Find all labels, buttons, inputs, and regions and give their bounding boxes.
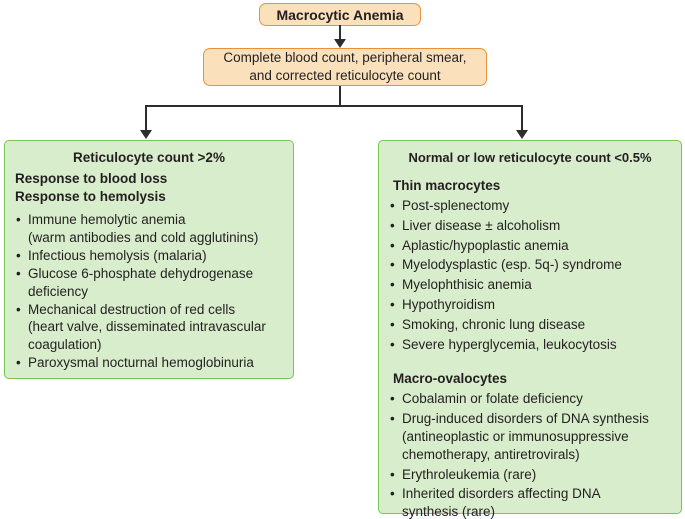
bullet-glyph: • xyxy=(390,277,395,293)
connector-title-to-test xyxy=(339,25,341,40)
bullet-glyph: • xyxy=(390,316,395,332)
list-item: • Liver disease ± alcoholism xyxy=(389,217,671,235)
list-item: • Aplastic/hypoplastic anemia xyxy=(389,237,671,255)
list-item-text: Hypothyroidism xyxy=(402,297,496,313)
list-item-text: Paroxysmal nocturnal hemoglobinuria xyxy=(28,354,254,370)
list-item: • Hypothyroidism xyxy=(389,296,671,314)
bullet-glyph: • xyxy=(390,197,395,213)
high-retic-subheading-hemolysis: Response to hemolysis xyxy=(15,188,166,204)
high-retic-list: • Immune hemolytic anemia (warm antibodie… xyxy=(15,211,283,371)
list-item: • Cobalamin or folate deficiency xyxy=(389,390,671,408)
bullet-glyph: • xyxy=(390,391,395,407)
list-item-text: Aplastic/hypoplastic anemia xyxy=(402,237,569,253)
list-item: • Erythroleukemia (rare) xyxy=(389,466,671,484)
list-item-text: Infectious hemolysis (malaria) xyxy=(28,248,207,264)
list-item-text: Myelophthisic anemia xyxy=(402,277,532,293)
bullet-glyph: • xyxy=(16,354,21,370)
arrowhead-title-to-test xyxy=(334,39,346,48)
list-item-text: Smoking, chronic lung disease xyxy=(402,316,586,332)
arrowhead-right-branch xyxy=(516,130,528,139)
list-item: • Severe hyperglycemia, leukocytosis xyxy=(389,336,671,354)
list-item: • Mechanical destruction of red cells (he… xyxy=(15,301,283,354)
macrocytic-anemia-label: Macrocytic Anemia xyxy=(276,6,404,23)
thin-macrocytes-subheading: Thin macrocytes xyxy=(393,178,501,194)
list-item-text: Mechanical destruction of red cells (hea… xyxy=(28,301,266,353)
list-item: • Glucose 6-phosphate dehydrogenase defic… xyxy=(15,265,283,301)
list-item-text: Post-splenectomy xyxy=(402,197,510,213)
bullet-glyph: • xyxy=(390,466,395,482)
list-item-text: Inherited disorders affecting DNA synthe… xyxy=(402,486,601,519)
low-retic-box: Normal or low reticulocyte count <0.5% T… xyxy=(378,140,682,519)
bullet-glyph: • xyxy=(390,257,395,273)
thin-macrocytes-list: • Post-splenectomy • Liver disease ± alcoh… xyxy=(389,197,671,354)
high-retic-box: Reticulocyte count >2% Response to blood… xyxy=(4,140,294,379)
list-item-text: Drug-induced disorders of DNA synthesis … xyxy=(402,411,649,462)
bullet-glyph: • xyxy=(16,248,21,264)
high-retic-heading: Reticulocyte count >2% xyxy=(73,150,225,165)
connector-stem xyxy=(339,86,341,107)
list-item: • Drug-induced disorders of DNA synthesis… xyxy=(389,410,671,463)
bullet-glyph: • xyxy=(390,237,395,253)
macrocytic-anemia-box: Macrocytic Anemia xyxy=(259,3,421,26)
macro-ovalocytes-subheading: Macro-ovalocytes xyxy=(393,371,508,387)
list-item: • Paroxysmal nocturnal hemoglobinuria xyxy=(15,354,283,372)
list-item: • Immune hemolytic anemia (warm antibodie… xyxy=(15,211,283,247)
connector-left-drop xyxy=(145,105,147,131)
list-item: • Myelophthisic anemia xyxy=(389,276,671,294)
list-item: • Post-splenectomy xyxy=(389,197,671,215)
macro-ovalocytes-section: Macro-ovalocytes • Cobalamin or folate de… xyxy=(389,370,671,519)
bullet-glyph: • xyxy=(390,297,395,313)
list-item-text: Cobalamin or folate deficiency xyxy=(402,391,583,407)
bullet-glyph: • xyxy=(16,265,21,281)
bullet-glyph: • xyxy=(390,411,395,427)
arrowhead-left-branch xyxy=(140,130,152,139)
list-item: • Myelodysplastic (esp. 5q-) syndrome xyxy=(389,256,671,274)
list-item-text: Myelodysplastic (esp. 5q-) syndrome xyxy=(402,257,622,273)
list-item-text: Glucose 6-phosphate dehydrogenase defici… xyxy=(28,265,254,299)
bullet-glyph: • xyxy=(16,212,21,228)
high-retic-subheading-blood-loss: Response to blood loss xyxy=(15,170,168,186)
list-item-text: Erythroleukemia (rare) xyxy=(402,466,537,482)
list-item-text: Liver disease ± alcoholism xyxy=(402,217,561,233)
cbc-test-label: Complete blood count, peripheral smear, … xyxy=(223,50,467,83)
connector-right-drop xyxy=(521,105,523,131)
bullet-glyph: • xyxy=(390,336,395,352)
section-gap xyxy=(389,355,671,370)
bullet-glyph: • xyxy=(16,301,21,317)
bullet-glyph: • xyxy=(390,486,395,502)
list-item-text: Severe hyperglycemia, leukocytosis xyxy=(402,336,617,352)
list-item: • Smoking, chronic lung disease xyxy=(389,316,671,334)
list-item-text: Immune hemolytic anemia (warm antibodies… xyxy=(28,212,259,246)
low-retic-heading: Normal or low reticulocyte count <0.5% xyxy=(408,150,652,165)
connector-horizontal-bar xyxy=(145,105,523,107)
list-item: • Inherited disorders affecting DNA synth… xyxy=(389,485,671,519)
list-item: • Infectious hemolysis (malaria) xyxy=(15,247,283,265)
macro-ovalocytes-list: • Cobalamin or folate deficiency • Drug-in… xyxy=(389,390,671,519)
cbc-test-box: Complete blood count, peripheral smear, … xyxy=(203,48,487,86)
bullet-glyph: • xyxy=(390,217,395,233)
thin-macrocytes-section: Thin macrocytes • Post-splenectomy • Liver… xyxy=(389,177,671,353)
